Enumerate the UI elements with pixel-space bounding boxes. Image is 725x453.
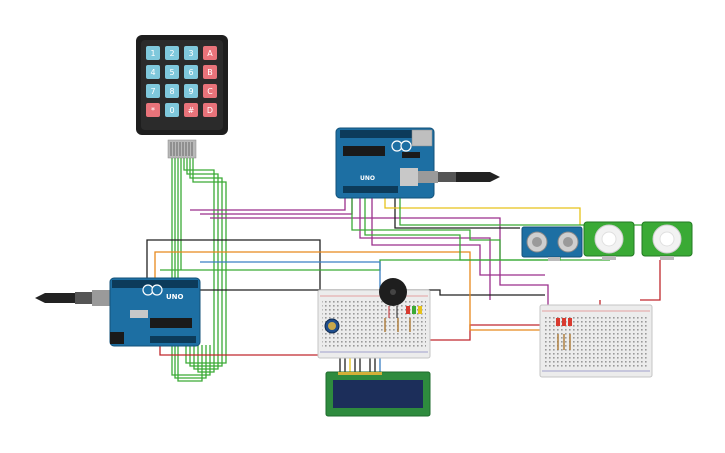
keypad-key-2[interactable] (165, 46, 179, 60)
keypad-key-9[interactable] (184, 84, 198, 98)
ultrasonic-sensor[interactable] (521, 226, 583, 261)
arduino-top[interactable]: UNO (335, 127, 500, 199)
pir-sensor-2[interactable] (641, 221, 693, 260)
keypad-key-star[interactable] (146, 103, 160, 117)
keypad-key-label: 7 (150, 87, 155, 96)
piezo-buzzer[interactable] (379, 278, 407, 318)
breadboard-right-holes (544, 315, 648, 367)
led-yellow (418, 306, 422, 314)
keypad-key-label: 9 (188, 87, 193, 96)
keypad-key-label: B (207, 68, 213, 77)
keypad-key-label: A (207, 49, 213, 58)
keypad[interactable]: 1 2 3 A 4 5 6 B 7 8 9 C * 0 # D (136, 35, 228, 159)
keypad-key-label: 0 (169, 106, 174, 115)
arduino-top-label: UNO (360, 175, 375, 182)
black-wires (146, 198, 545, 296)
keypad-key-A[interactable] (203, 46, 217, 60)
keypad-key-7[interactable] (146, 84, 160, 98)
keypad-key-label: D (207, 106, 213, 115)
keypad-key-label: # (188, 106, 195, 115)
led-red (406, 306, 410, 314)
keypad-key-label: 8 (169, 87, 174, 96)
breadboard-right[interactable] (539, 304, 653, 378)
lcd-pin-header (338, 372, 382, 375)
keypad-key-C[interactable] (203, 84, 217, 98)
led-green (412, 306, 416, 314)
keypad-key-5[interactable] (165, 65, 179, 79)
pir-sensor-1[interactable] (583, 221, 635, 260)
leds-right (556, 318, 572, 326)
keypad-key-label: 5 (169, 68, 174, 77)
resistors-center (384, 318, 411, 332)
keypad-key-label: 1 (150, 49, 155, 58)
keypad-key-6[interactable] (184, 65, 198, 79)
keypad-key-3[interactable] (184, 46, 198, 60)
keypad-key-8[interactable] (165, 84, 179, 98)
potentiometer[interactable] (324, 318, 340, 334)
keypad-key-label: * (151, 106, 155, 115)
arduino-left-label: UNO (166, 293, 184, 301)
resistors-right (557, 334, 571, 350)
keypad-key-label: 3 (188, 49, 193, 58)
breadboard-center[interactable] (317, 289, 431, 359)
keypad-key-1[interactable] (146, 46, 160, 60)
keypad-key-label: 6 (188, 68, 193, 77)
keypad-keys: 1 2 3 A 4 5 6 B 7 8 9 C * 0 # D (146, 46, 217, 117)
lcd-display[interactable] (325, 371, 431, 417)
keypad-header-pins (170, 142, 193, 156)
keypad-key-label: 4 (150, 68, 155, 77)
keypad-key-label: C (207, 87, 213, 96)
keypad-key-label: 2 (169, 49, 174, 58)
keypad-key-hash[interactable] (184, 103, 198, 117)
keypad-key-0[interactable] (165, 103, 179, 117)
keypad-key-D[interactable] (203, 103, 217, 117)
keypad-key-B[interactable] (203, 65, 217, 79)
keypad-key-4[interactable] (146, 65, 160, 79)
arduino-left[interactable]: UNO (35, 277, 201, 347)
